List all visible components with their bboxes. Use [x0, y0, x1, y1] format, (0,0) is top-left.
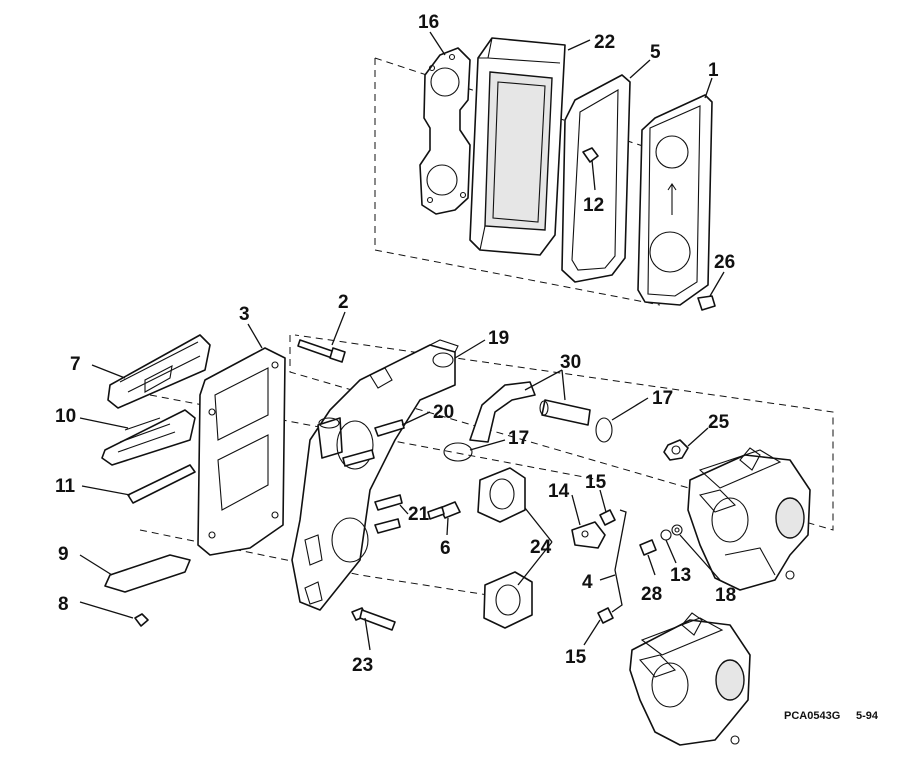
- carburetor-upper: [687, 447, 811, 591]
- stud-20: [342, 419, 405, 467]
- hose-30: [469, 381, 536, 443]
- gasket-5: [561, 74, 631, 283]
- screw-6: [427, 501, 461, 520]
- screw-26: [697, 295, 716, 311]
- washer-18: [671, 524, 683, 536]
- reed-block-7: [107, 334, 211, 409]
- washer-13: [660, 529, 672, 541]
- plate-9: [104, 554, 191, 593]
- callout-26: 26: [714, 252, 735, 273]
- callout-1: 1: [708, 60, 719, 81]
- screw-8: [134, 613, 149, 627]
- callout-25: 25: [708, 412, 730, 433]
- callout-8: 8: [58, 594, 69, 615]
- callout-10: 10: [55, 406, 76, 427]
- callout-16: 16: [418, 12, 439, 33]
- screw-12: [582, 147, 599, 163]
- callout-7: 7: [70, 354, 81, 375]
- callout-4: 4: [582, 572, 593, 593]
- cap-15-upper: [599, 509, 616, 526]
- callout-18: 18: [715, 585, 736, 606]
- callout-3: 3: [239, 304, 250, 325]
- silencer-cover-1: [637, 94, 713, 306]
- figure-date: 5-94: [856, 710, 879, 722]
- callout-23: 23: [352, 655, 373, 676]
- callout-5: 5: [650, 42, 661, 63]
- callout-20: 20: [433, 402, 454, 423]
- silencer-base-22: [469, 37, 566, 256]
- callout-19: 19: [488, 328, 509, 349]
- nut-25: [663, 439, 689, 461]
- gasket-3: [197, 347, 286, 556]
- bracket-14: [571, 521, 606, 549]
- fitting-30: [539, 399, 591, 426]
- callout-28: 28: [641, 584, 662, 605]
- callout-14: 14: [548, 481, 570, 502]
- callout-9: 9: [58, 544, 69, 565]
- intake-manifold-19: [291, 339, 459, 611]
- clamp-17-left: [443, 442, 473, 462]
- cap-15-lower: [597, 607, 614, 624]
- gasket-24-lower: [483, 571, 533, 629]
- callout-6: 6: [440, 538, 451, 559]
- reed-stop-11: [127, 464, 196, 504]
- gasket-16: [419, 47, 471, 215]
- callout-2: 2: [338, 292, 349, 313]
- leader-lines: [79, 31, 725, 651]
- clamp-17-right: [595, 417, 613, 443]
- reed-petals-10: [101, 409, 196, 466]
- link-rod-4: [611, 509, 627, 613]
- screw-2: [297, 339, 346, 363]
- callout-17-left: 17: [508, 428, 529, 449]
- figure-code: PCA0543G: [784, 710, 840, 722]
- callout-22: 22: [594, 32, 615, 53]
- callout-15-upper: 15: [585, 472, 607, 493]
- callout-13: 13: [670, 565, 691, 586]
- callouts: 16 22 5 1 12 26 2 3 19 30 7 17 10 20 17 …: [55, 12, 736, 676]
- callout-15-lower: 15: [565, 647, 587, 668]
- gasket-24-upper: [477, 467, 526, 523]
- callout-12: 12: [583, 195, 604, 216]
- bolt-23: [351, 607, 396, 631]
- callout-21: 21: [408, 504, 430, 525]
- stud-21: [374, 494, 403, 534]
- callout-17-right: 17: [652, 388, 673, 409]
- callout-30: 30: [560, 352, 581, 373]
- callout-11: 11: [55, 476, 76, 497]
- callout-24: 24: [530, 537, 552, 558]
- carburetor-lower: [629, 612, 751, 746]
- screw-28: [639, 539, 657, 556]
